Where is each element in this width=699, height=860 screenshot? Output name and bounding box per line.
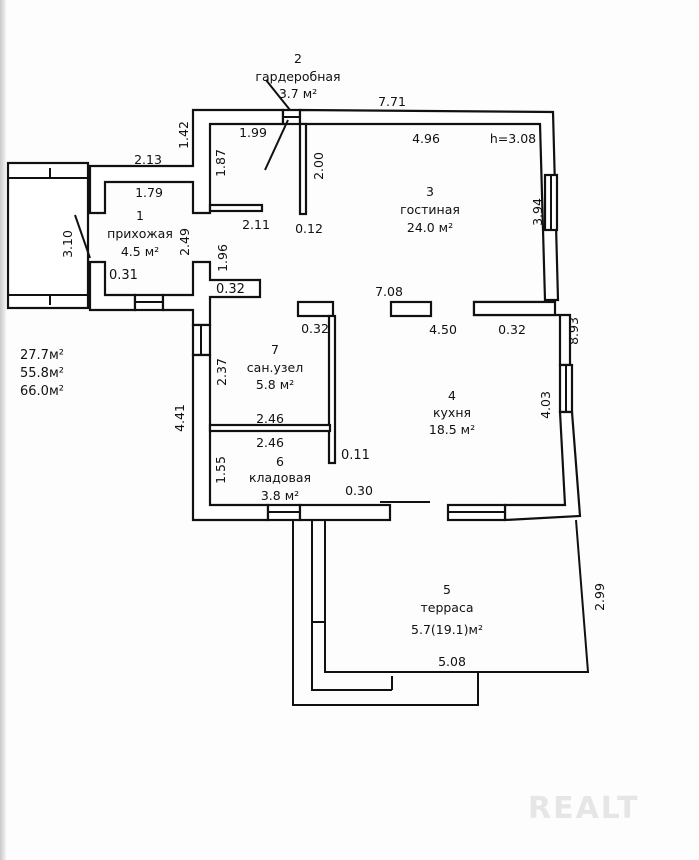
svg-text:0.32: 0.32 [216,282,245,297]
room-3-label: 3 гостиная 24.0 м² [400,184,460,235]
svg-text:2.49: 2.49 [177,228,192,256]
svg-text:7.71: 7.71 [378,94,406,109]
svg-text:1.79: 1.79 [135,185,163,200]
svg-text:0.32: 0.32 [498,322,526,337]
svg-text:5.7(19.1)м²: 5.7(19.1)м² [411,622,483,637]
svg-text:4.50: 4.50 [429,322,457,337]
svg-text:7.08: 7.08 [375,284,403,299]
svg-text:4.03: 4.03 [538,391,553,419]
svg-text:6: 6 [276,454,284,469]
scan-edge-shadow [0,0,6,860]
svg-text:1.96: 1.96 [215,244,230,272]
svg-text:1: 1 [136,208,144,223]
svg-text:2.37: 2.37 [214,358,229,386]
svg-text:гостиная: гостиная [400,202,460,217]
svg-text:1.87: 1.87 [213,149,228,177]
svg-text:2.13: 2.13 [134,152,162,167]
svg-text:h=3.08: h=3.08 [490,131,536,146]
svg-text:55.8м²: 55.8м² [20,366,64,381]
svg-text:8.93: 8.93 [566,317,581,345]
svg-text:2.99: 2.99 [592,583,607,611]
svg-text:0.12: 0.12 [295,221,323,236]
svg-text:0.11: 0.11 [341,448,370,463]
walls [88,108,582,522]
svg-text:24.0 м²: 24.0 м² [407,220,453,235]
svg-text:1.42: 1.42 [176,121,191,149]
terrace-outline [74,79,590,706]
svg-text:0.30: 0.30 [345,483,373,498]
room-4-label: 4 кухня 18.5 м² [429,388,475,437]
svg-text:7: 7 [271,342,279,357]
svg-text:2.46: 2.46 [256,411,284,426]
svg-text:сан.узел: сан.узел [247,360,303,375]
realt-watermark: REALT [528,791,639,826]
svg-text:2: 2 [294,51,302,66]
room-2-label: 2 гардеробная 3.7 м² [255,51,340,101]
svg-text:4.96: 4.96 [412,131,440,146]
svg-text:0.31: 0.31 [109,268,138,283]
svg-text:гардеробная: гардеробная [255,69,340,84]
dimension-labels: 7.71 4.96 h=3.08 1.42 1.99 2.13 1.79 1.8… [60,94,607,669]
room-7-label: 7 сан.узел 5.8 м² [247,342,303,392]
area-totals: 27.7м² 55.8м² 66.0м² [20,348,64,399]
svg-text:2.00: 2.00 [311,152,326,180]
svg-text:27.7м²: 27.7м² [20,348,64,363]
room-5-label: 5 терраса 5.7(19.1)м² [411,582,483,637]
svg-text:3.8 м²: 3.8 м² [261,488,299,503]
svg-text:0.32: 0.32 [301,321,329,336]
svg-text:66.0м²: 66.0м² [20,384,64,399]
svg-text:4.5 м²: 4.5 м² [121,244,159,259]
svg-text:1.99: 1.99 [239,125,267,140]
svg-text:кладовая: кладовая [249,470,311,485]
svg-text:2.11: 2.11 [242,217,270,232]
svg-text:1.55: 1.55 [213,456,228,484]
svg-text:3.10: 3.10 [60,230,75,258]
svg-text:5.08: 5.08 [438,654,466,669]
svg-text:кухня: кухня [433,405,471,420]
svg-text:4.41: 4.41 [172,404,187,432]
svg-text:5: 5 [443,582,451,597]
entrance-porch [6,161,90,310]
svg-text:терраса: терраса [420,600,473,615]
svg-text:3.94: 3.94 [530,198,545,226]
svg-text:18.5 м²: 18.5 м² [429,422,475,437]
svg-text:3.7 м²: 3.7 м² [279,86,317,101]
svg-text:3: 3 [426,184,434,199]
svg-text:2.46: 2.46 [256,435,284,450]
svg-text:прихожая: прихожая [107,226,173,241]
room-1-label: 1 прихожая 4.5 м² [107,208,173,259]
room-6-label: 6 кладовая 3.8 м² [249,454,311,503]
svg-text:5.8 м²: 5.8 м² [256,377,294,392]
svg-text:4: 4 [448,388,456,403]
